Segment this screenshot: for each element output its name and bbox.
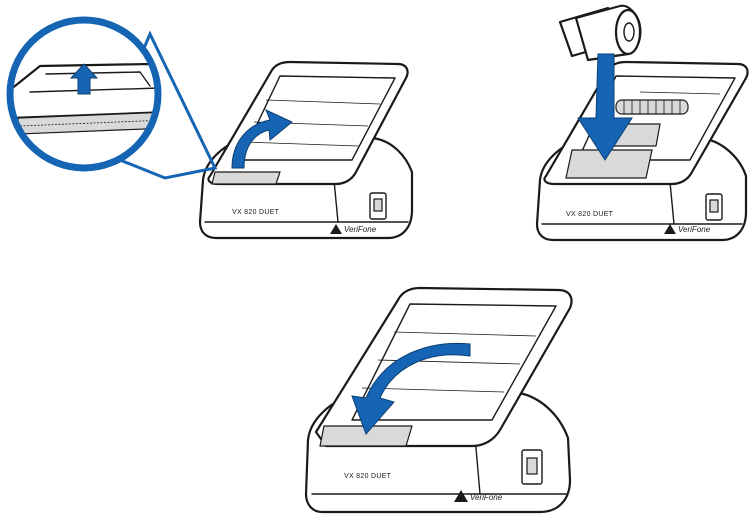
paper-roll-icon xyxy=(560,6,640,60)
model-label: VX 820 DUET xyxy=(232,209,280,216)
panel-insert-paper: VX 820 DUET VeriFone xyxy=(537,6,748,240)
brand-label: VeriFone xyxy=(470,493,503,502)
model-label: VX 820 DUET xyxy=(344,473,392,480)
model-label: VX 820 DUET xyxy=(566,211,614,218)
magnifier-icon xyxy=(8,18,215,178)
brand-label: VeriFone xyxy=(344,225,377,234)
brand-label: VeriFone xyxy=(678,225,711,234)
panel-open-cover: VX 820 DUET VeriFone xyxy=(8,18,412,238)
panel-close-cover: VX 820 DUET VeriFone xyxy=(306,288,572,512)
